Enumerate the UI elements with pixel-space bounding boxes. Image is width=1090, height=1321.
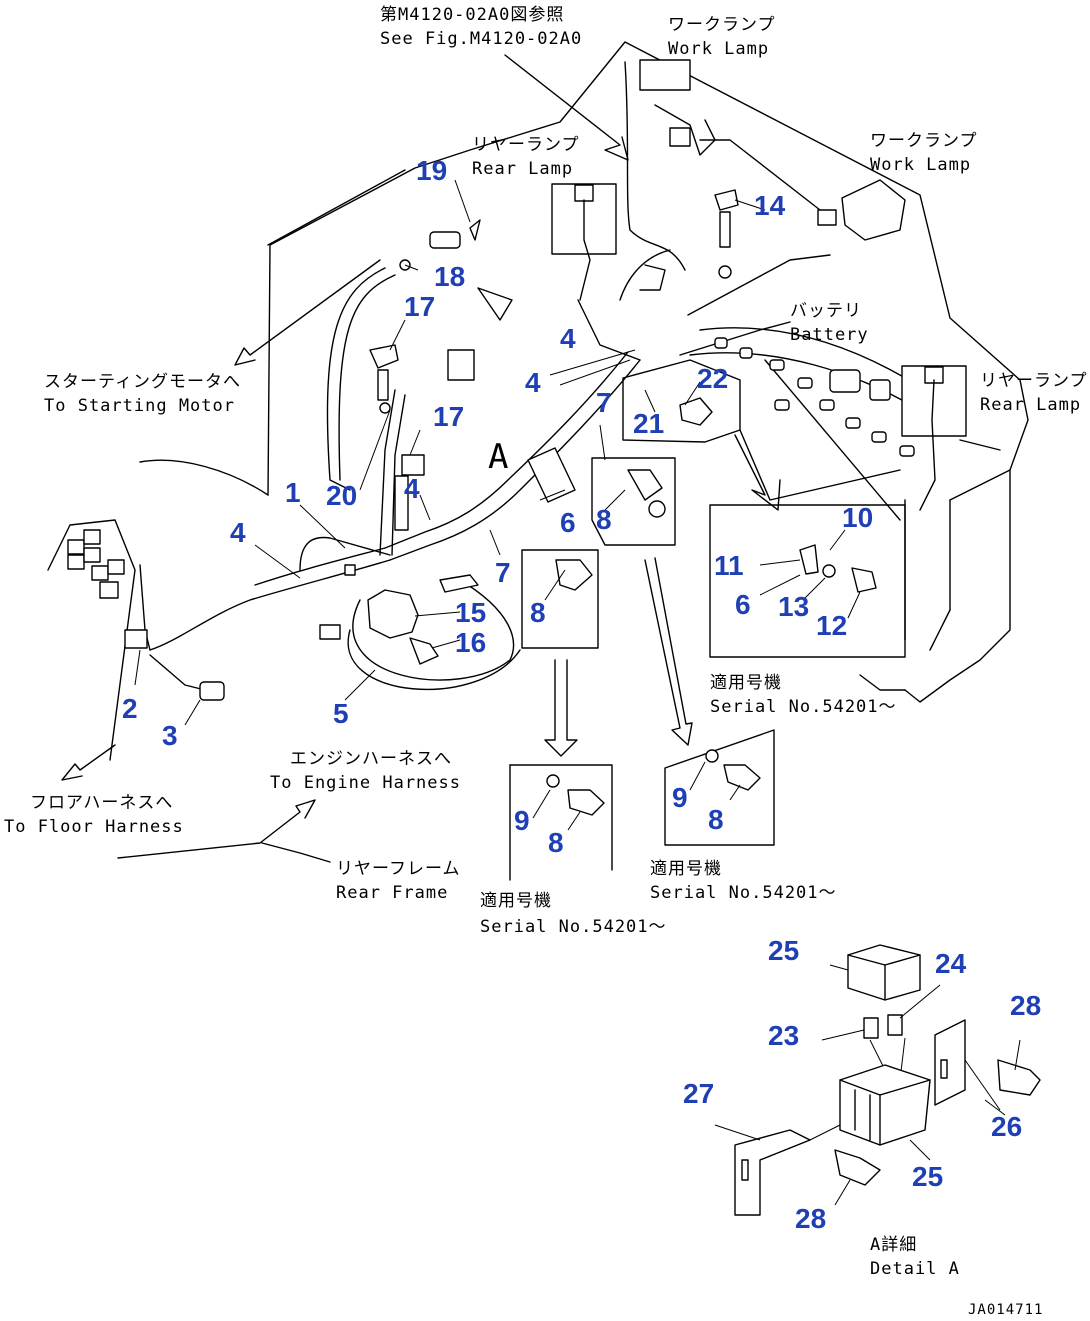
floor-connector-block — [47, 519, 225, 761]
detail-a — [714, 944, 1041, 1216]
callout-27: 27 — [683, 1078, 714, 1109]
detail-boxes — [509, 359, 906, 881]
callout-8b: 8 — [530, 597, 546, 628]
callout-25a: 25 — [768, 935, 799, 966]
rear-lamp-right — [901, 365, 967, 511]
callout-16: 16 — [455, 627, 486, 658]
small-parts — [369, 189, 877, 665]
work-lamps — [624, 59, 906, 271]
detail-a-jp: A詳細 — [870, 1235, 917, 1255]
leader-lines — [134, 179, 861, 831]
callout-4b: 4 — [404, 473, 420, 504]
callout-numbers: 1 2 3 4 4 4 4 5 6 6 7 7 8 8 8 8 9 9 10 1… — [122, 155, 1041, 1234]
callout-1: 1 — [285, 477, 301, 508]
callout-12: 12 — [816, 610, 847, 641]
callout-22: 22 — [697, 363, 728, 394]
callout-11: 11 — [714, 550, 744, 581]
rear-lamp-right-jp: リヤーランプ — [980, 371, 1088, 391]
callout-2: 2 — [122, 693, 138, 724]
ref-label-en: See Fig.M4120-02A0 — [380, 29, 582, 49]
floor-harness-jp: フロアハーネスへ — [30, 793, 173, 813]
callout-14: 14 — [754, 190, 786, 221]
callout-4d: 4 — [560, 323, 576, 354]
callout-19: 19 — [416, 155, 447, 186]
callout-21: 21 — [633, 408, 664, 439]
starting-motor-en: To Starting Motor — [44, 396, 235, 416]
callout-10: 10 — [842, 502, 873, 533]
rear-lamp-left-en: Rear Lamp — [472, 159, 573, 179]
view-a-label: A — [488, 437, 509, 477]
ref-label-jp: 第M4120-02A0図参照 — [380, 5, 564, 25]
callout-7a: 7 — [596, 387, 612, 418]
starting-motor-jp: スターティングモータへ — [44, 372, 241, 392]
callout-28b: 28 — [795, 1203, 826, 1234]
callout-9a: 9 — [672, 782, 688, 813]
work-lamp-right-en: Work Lamp — [870, 155, 971, 175]
drawing-number: JA014711 — [968, 1302, 1043, 1318]
callout-6a: 6 — [560, 507, 576, 538]
callout-25b: 25 — [912, 1161, 943, 1192]
serial-3-en: Serial No.54201～ — [480, 917, 667, 937]
callout-15: 15 — [455, 597, 486, 628]
rear-frame-en: Rear Frame — [336, 883, 448, 903]
rear-lamp-left — [551, 183, 641, 361]
serial-3-jp: 適用号機 — [480, 891, 552, 911]
callout-20: 20 — [326, 480, 357, 511]
callout-24: 24 — [935, 948, 967, 979]
serial-1-jp: 適用号機 — [710, 673, 782, 693]
callout-5: 5 — [333, 698, 349, 729]
work-lamp-top-jp: ワークランプ — [668, 15, 776, 35]
work-lamp-top-en: Work Lamp — [668, 39, 769, 59]
callout-9b: 9 — [514, 805, 530, 836]
callout-26: 26 — [991, 1111, 1022, 1142]
engine-harness-en: To Engine Harness — [270, 773, 461, 793]
rear-lamp-left-jp: リヤーランプ — [472, 135, 580, 155]
serial-1-en: Serial No.54201～ — [710, 697, 897, 717]
floor-harness-en: To Floor Harness — [4, 817, 184, 837]
callout-17a: 17 — [404, 291, 435, 322]
serial-2-jp: 適用号機 — [650, 859, 722, 879]
rear-frame-jp: リヤーフレーム — [336, 859, 460, 879]
callout-8a: 8 — [596, 504, 612, 535]
callout-17b: 17 — [433, 401, 464, 432]
callout-28a: 28 — [1010, 990, 1041, 1021]
work-lamp-right-jp: ワークランプ — [870, 131, 978, 151]
battery — [714, 337, 915, 457]
callout-6b: 6 — [735, 589, 751, 620]
callout-8c: 8 — [708, 804, 724, 835]
callout-3: 3 — [162, 720, 178, 751]
detail-a-en: Detail A — [870, 1259, 960, 1279]
starting-motor-relay — [319, 564, 479, 640]
callout-4c: 4 — [525, 367, 541, 398]
battery-en: Battery — [790, 325, 869, 345]
serial-2-en: Serial No.54201～ — [650, 883, 837, 903]
callout-13: 13 — [778, 591, 809, 622]
callout-18: 18 — [434, 261, 465, 292]
callout-4a: 4 — [230, 517, 246, 548]
callout-23: 23 — [768, 1020, 799, 1051]
engine-harness-jp: エンジンハーネスへ — [290, 749, 452, 769]
battery-jp: バッテリ — [790, 301, 862, 321]
rear-lamp-right-en: Rear Lamp — [980, 395, 1081, 415]
text-labels: 第M4120-02A0図参照 See Fig.M4120-02A0 ワークランプ… — [4, 5, 1088, 1318]
direction-arrows — [61, 54, 781, 863]
callout-8d: 8 — [548, 827, 564, 858]
callout-7b: 7 — [495, 557, 511, 588]
main-harness — [149, 249, 671, 691]
